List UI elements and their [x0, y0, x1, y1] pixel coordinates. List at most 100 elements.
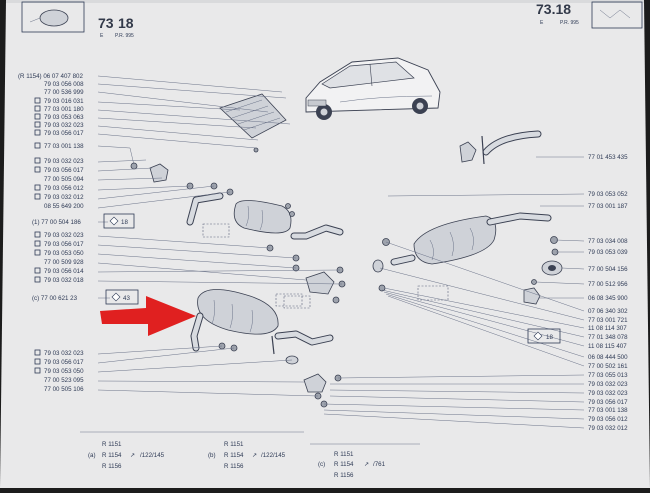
part-label: 77 03 001 138: [588, 407, 628, 414]
footer-a-suffix: /122/145: [140, 452, 165, 459]
leader-lines-left: [97, 75, 343, 397]
checkbox-icon: [34, 157, 41, 164]
part-label: 79 03 056 017: [44, 359, 84, 366]
front-bracket: [149, 163, 169, 183]
reference-diamonds: 18 43 18: [103, 213, 561, 344]
footer-b-line1: R 1151: [224, 441, 244, 448]
footer-b-marker: (b): [208, 452, 216, 459]
diamond-label: 18: [121, 219, 128, 226]
tail-pipe: [459, 130, 542, 165]
right-label-column: 77 01 453 435 79 03 053 052 77 03 001 18…: [588, 154, 628, 432]
part-label: 77 00 504 156: [588, 266, 628, 273]
header-left: 73 18 E P.R. 995: [21, 1, 134, 39]
checkbox-icon: [34, 105, 41, 112]
diamond-label: 43: [123, 295, 130, 302]
checkbox-icon: [34, 193, 41, 200]
part-label: 06 08 345 900: [588, 295, 628, 302]
footer-c-marker: (c): [318, 461, 325, 468]
page-number-right: 73.18: [536, 1, 571, 17]
checkbox-icon: [34, 97, 41, 104]
footer-c-line1: R 1151: [334, 451, 354, 458]
footer-c-suffix: /761: [373, 461, 386, 468]
part-label: 77 03 001 138: [44, 143, 84, 150]
checkbox-icon: [34, 121, 41, 128]
page-number-left: 73: [98, 15, 114, 31]
footer-a-line2: R 1154: [102, 452, 122, 459]
caption-left-pr: P.R. 995: [115, 33, 134, 39]
car-illustration: [305, 57, 441, 120]
part-label: 77 03 034 008: [588, 238, 628, 245]
part-label: 77 03 055 013: [588, 372, 628, 379]
part-label: 79 03 056 017: [44, 167, 84, 174]
part-label: 77 00 523 095: [44, 377, 84, 384]
part-label: 79 03 032 023: [44, 350, 84, 357]
part-label: (1) 77 00 504 186: [32, 219, 81, 226]
part-label: 79 03 056 012: [588, 416, 628, 423]
part-label: (R 1154) 06 07 407 802: [18, 73, 83, 80]
page-number-left-sub: 18: [118, 15, 134, 31]
checkbox-icon: [34, 231, 41, 238]
diamond-icon: [109, 216, 119, 226]
part-label: 79 03 053 050: [44, 250, 84, 257]
lower-muffler: [190, 289, 342, 408]
diamond-icon: [533, 331, 543, 341]
part-label: 79 03 032 023: [588, 390, 628, 397]
part-label: 79 03 032 023: [44, 122, 84, 129]
part-label: 79 03 053 052: [588, 191, 628, 198]
leader-lines-right: [323, 156, 585, 429]
part-label: 79 03 056 008: [44, 81, 84, 88]
checkbox-icon: [34, 267, 41, 274]
part-label: 77 00 536 999: [44, 89, 84, 96]
right-muffler: [372, 212, 552, 301]
part-label: 77 00 512 956: [588, 281, 628, 288]
part-label: 79 03 032 023: [44, 232, 84, 239]
footer-variants: R 1151 (a) R 1154 ↗ /122/145 R 1156 R 11…: [80, 431, 420, 479]
checkbox-icon: [34, 129, 41, 136]
footer-a-line1: R 1151: [102, 441, 122, 448]
part-label: 11 08 114 307: [588, 325, 627, 332]
part-label: 07 06 340 302: [588, 308, 628, 315]
part-label: 79 03 056 017: [44, 241, 84, 248]
part-label: 79 03 016 031: [44, 98, 84, 105]
part-label: 08 55 649 200: [44, 203, 84, 210]
caption-right-pr: P.R. 995: [560, 20, 579, 26]
checkbox-icon: [34, 142, 41, 149]
part-label: 77 01 453 435: [588, 154, 628, 161]
edit-mark-icon: ↗: [364, 461, 369, 468]
footer-b-suffix: /122/145: [261, 452, 286, 459]
header-muffler-icon: [39, 9, 69, 27]
checkbox-icon: [34, 240, 41, 247]
part-label: 79 03 032 023: [588, 381, 628, 388]
diamond-icon: [111, 292, 121, 302]
footer-a-marker: (a): [88, 452, 96, 459]
edit-mark-icon: ↗: [252, 452, 257, 459]
part-label: 79 03 032 012: [588, 425, 628, 432]
part-label: 77 03 001 180: [44, 106, 84, 113]
lower-bracket: [303, 373, 327, 393]
front-exhaust-pipe: [129, 147, 344, 240]
part-label: 77 03 001 721: [588, 317, 628, 324]
footer-b-line2: R 1154: [224, 452, 244, 459]
header-right: 73.18 E P.R. 995: [536, 1, 643, 29]
part-label: 77 00 502 161: [588, 363, 628, 370]
part-label: 79 03 053 039: [588, 249, 628, 256]
checkbox-icon: [34, 367, 41, 374]
part-label: 79 03 032 012: [44, 194, 84, 201]
red-indicator-arrow: [100, 296, 196, 336]
heat-shield: [219, 93, 287, 153]
checkbox-icon: [34, 184, 41, 191]
footer-b-line3: R 1156: [224, 463, 244, 470]
part-label: 77 00 505 106: [44, 386, 84, 393]
edit-mark-icon: ↗: [130, 452, 135, 459]
caption-left-e: E: [100, 33, 104, 39]
footer-a-line3: R 1156: [102, 463, 122, 470]
part-label: 79 03 056 012: [44, 185, 84, 192]
part-label: 79 03 056 017: [44, 130, 84, 137]
part-label: 79 03 032 023: [44, 158, 84, 165]
checkbox-icon: [34, 113, 41, 120]
checkbox-icon: [34, 249, 41, 256]
caption-right-e: E: [540, 20, 544, 26]
